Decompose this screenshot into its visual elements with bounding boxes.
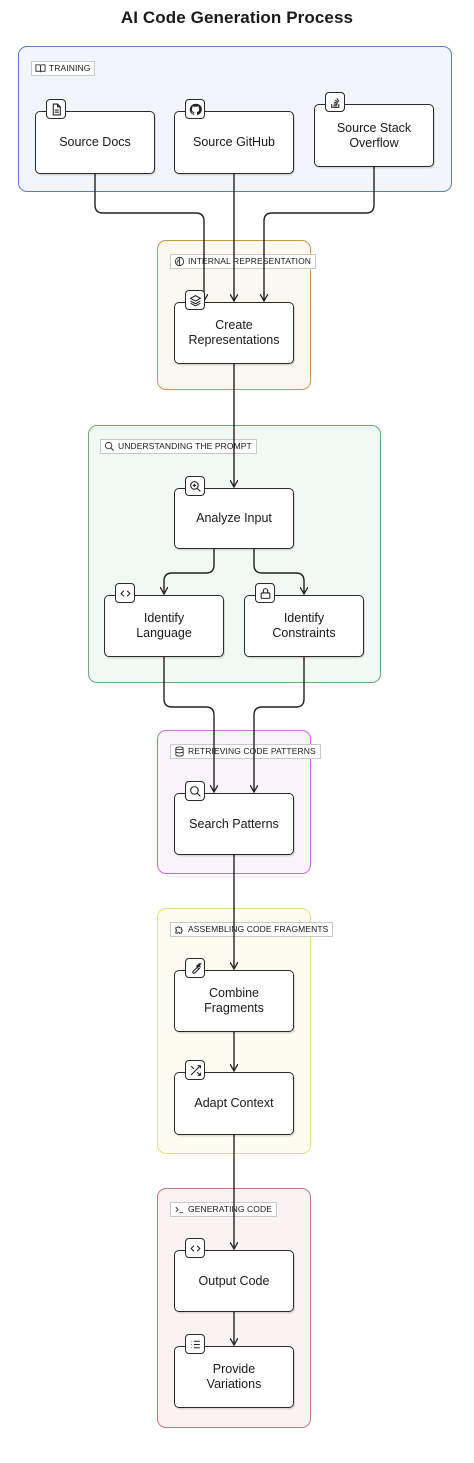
badge-create-representations: [185, 290, 205, 310]
layers-icon: [189, 294, 201, 307]
edge-stack-to-create: [264, 167, 375, 301]
badge-analyze-input: [185, 476, 205, 496]
node-output-code[interactable]: Output Code: [174, 1250, 294, 1312]
terminal-icon: [175, 1206, 184, 1214]
edge-constraints-to-search: [254, 657, 305, 792]
puzzle-icon: [175, 926, 183, 934]
zoom-in-icon: [189, 480, 201, 492]
group-label-text: TRAINING: [49, 63, 91, 73]
node-analyze-input[interactable]: Analyze Input: [174, 488, 294, 549]
group-label-internal-representation: INTERNAL REPRESENTATION: [170, 254, 317, 269]
database-icon: [175, 746, 184, 757]
stack-overflow-icon: [330, 97, 339, 108]
node-create-representations[interactable]: Create Representations: [174, 302, 294, 364]
edge-analyze-to-language: [164, 549, 215, 594]
code-icon: [189, 1244, 201, 1252]
node-source-stack-overflow[interactable]: Source Stack Overflow: [314, 104, 434, 167]
node-source-github[interactable]: Source GitHub: [174, 111, 294, 174]
group-label-retrieving-code-patterns: RETRIEVING CODE PATTERNS: [170, 744, 321, 759]
node-combine-fragments[interactable]: Combine Fragments: [174, 970, 294, 1032]
group-label-text: ASSEMBLING CODE FRAGMENTS: [188, 924, 329, 934]
badge-source-github: [185, 99, 205, 119]
badge-search-patterns: [185, 781, 205, 801]
group-label-text: UNDERSTANDING THE PROMPT: [118, 441, 252, 451]
group-label-understanding-the-prompt: UNDERSTANDING THE PROMPT: [100, 439, 257, 454]
file-text-icon: [52, 103, 61, 115]
node-search-patterns[interactable]: Search Patterns: [174, 793, 294, 855]
code-icon: [119, 589, 131, 597]
group-label-generating-code: GENERATING CODE: [170, 1202, 277, 1217]
edge-docs-to-create: [94, 174, 204, 301]
diagram-title: AI Code Generation Process: [120, 8, 354, 27]
search-icon: [104, 441, 114, 451]
search-icon: [189, 785, 201, 797]
shuffle-icon: [190, 1064, 201, 1076]
node-adapt-context[interactable]: Adapt Context: [174, 1072, 294, 1135]
edge-analyze-to-constraints: [253, 549, 304, 594]
badge-source-stack-overflow: [325, 92, 345, 112]
group-label-text: RETRIEVING CODE PATTERNS: [188, 746, 316, 756]
badge-combine-fragments: [185, 958, 205, 978]
group-label-assembling-code-fragments: ASSEMBLING CODE FRAGMENTS: [170, 922, 334, 937]
brain-icon: [174, 256, 185, 267]
list-icon: [190, 1340, 200, 1348]
group-label-text: INTERNAL REPRESENTATION: [188, 256, 312, 266]
badge-source-docs: [46, 99, 66, 119]
badge-output-code: [185, 1238, 205, 1258]
badge-provide-variations: [185, 1334, 205, 1354]
lock-icon: [260, 587, 270, 599]
edge-language-to-search: [163, 657, 214, 792]
group-label-text: GENERATING CODE: [188, 1204, 272, 1214]
badge-adapt-context: [185, 1060, 205, 1080]
node-provide-variations[interactable]: Provide Variations: [174, 1346, 294, 1408]
wrench-icon: [191, 962, 202, 974]
book-open-icon: [35, 64, 46, 73]
node-source-docs[interactable]: Source Docs: [35, 111, 155, 174]
group-label-training: TRAINING: [31, 61, 96, 76]
github-icon: [189, 103, 202, 115]
badge-identify-constraints: [255, 583, 275, 603]
badge-identify-language: [115, 583, 135, 603]
node-identify-language[interactable]: Identify Language: [104, 595, 224, 657]
node-identify-constraints[interactable]: Identify Constraints: [244, 595, 364, 657]
